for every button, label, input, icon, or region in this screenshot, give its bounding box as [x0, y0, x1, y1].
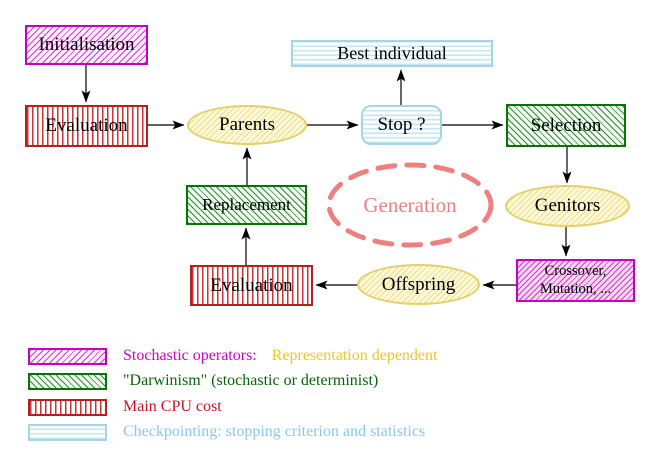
node-offspring: Offspring [357, 264, 480, 305]
crossover-line2: Mutation, ... [539, 280, 612, 297]
legend-row-stochastic-operators: Stochastic operators: Representation dep… [28, 347, 437, 365]
cyan-stripes-swatch-icon [28, 423, 107, 441]
node-evaluation-bottom-label: Evaluation [210, 274, 293, 296]
node-generation-label: Generation [363, 192, 457, 217]
red-stripes-swatch-icon [28, 398, 107, 416]
node-genitors-label: Genitors [534, 195, 601, 217]
legend-label-checkpointing: Checkpointing: stopping criterion and st… [123, 423, 426, 440]
node-initialisation: Initialisation [25, 25, 148, 65]
node-parents: Parents [187, 105, 307, 145]
node-evaluation-bottom: Evaluation [190, 265, 313, 306]
node-replacement-label: Replacement [202, 195, 291, 215]
node-genitors: Genitors [505, 185, 630, 227]
node-initialisation-label: Initialisation [38, 34, 135, 56]
legend-row-cpu-cost: Main CPU cost [28, 398, 222, 416]
legend-label-stochastic: Stochastic operators: [123, 347, 257, 364]
green-hatch-swatch-icon [28, 372, 107, 390]
legend-text-cpu-cost: Main CPU cost [123, 398, 222, 416]
legend-label-cpu-cost: Main CPU cost [123, 398, 222, 415]
legend-text-stochastic-operators: Stochastic operators: Representation dep… [123, 347, 437, 365]
legend-text-checkpointing: Checkpointing: stopping criterion and st… [123, 423, 425, 441]
node-stop-label: Stop ? [377, 114, 426, 136]
crossover-line1: Crossover, [544, 263, 607, 280]
generation-dashed-ellipse [326, 162, 494, 248]
legend-label-representation: Representation dependent [271, 347, 438, 364]
node-selection: Selection [506, 104, 626, 147]
node-crossover-mutation-label: Crossover, Mutation, ... [540, 263, 611, 298]
legend-row-darwinism: "Darwinism" (stochastic or determinist) [28, 372, 378, 390]
node-parents-label: Parents [219, 114, 275, 136]
node-evaluation-top-label: Evaluation [45, 115, 128, 137]
node-best-individual: Best individual [291, 40, 493, 67]
node-best-individual-label: Best individual [337, 43, 447, 64]
node-replacement: Replacement [186, 185, 307, 225]
legend-label-darwinism: "Darwinism" (stochastic or determinist) [123, 372, 379, 389]
node-stop: Stop ? [361, 105, 442, 145]
node-evaluation-top: Evaluation [25, 105, 148, 147]
legend-row-checkpointing: Checkpointing: stopping criterion and st… [28, 423, 425, 441]
node-generation: Generation [327, 163, 493, 247]
magenta-hatch-swatch-icon [28, 347, 107, 365]
node-selection-label: Selection [530, 114, 602, 136]
node-crossover-mutation: Crossover, Mutation, ... [516, 259, 635, 302]
node-offspring-label: Offspring [381, 273, 456, 295]
legend-text-darwinism: "Darwinism" (stochastic or determinist) [123, 372, 378, 390]
